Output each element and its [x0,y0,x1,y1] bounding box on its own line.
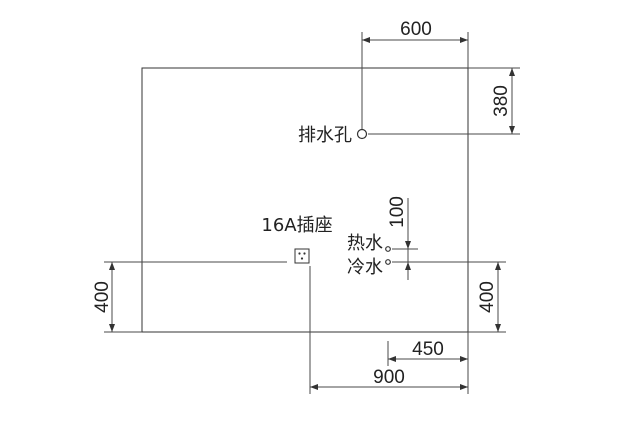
socket-icon [294,248,310,264]
arrowhead [495,324,501,332]
arrowhead [388,356,396,362]
dimension-socket-height: 400 [92,281,113,313]
arrowhead [460,384,468,390]
dimension-water-offset: 450 [412,339,444,360]
arrowhead [460,37,468,43]
arrowhead [509,126,515,134]
dimension-drain-height: 380 [491,85,512,117]
socket-pin [303,252,306,255]
dimension-top-width: 600 [400,19,432,40]
hot-water-symbol [385,246,391,252]
dimension-water-height: 400 [477,281,498,313]
arrowhead [405,241,411,249]
arrowhead [405,262,411,270]
arrowhead [509,68,515,76]
arrowhead [310,384,318,390]
drain-label: 排水孔 [298,125,352,146]
wall-outline [141,67,469,333]
drain-hole-symbol [356,128,368,140]
dimension-socket-offset: 900 [373,367,405,388]
socket-pin [300,257,304,260]
cold-water-label: 冷水 [347,257,383,278]
dimension-water-spacing: 100 [387,196,408,228]
socket-pin [298,252,301,255]
arrowhead [495,262,501,270]
arrowhead [362,37,370,43]
arrowhead [109,324,115,332]
socket-label: 16A插座 [261,215,332,236]
arrowhead [460,356,468,362]
hot-water-label: 热水 [347,233,383,254]
cold-water-symbol [385,259,391,265]
arrowhead [109,262,115,270]
